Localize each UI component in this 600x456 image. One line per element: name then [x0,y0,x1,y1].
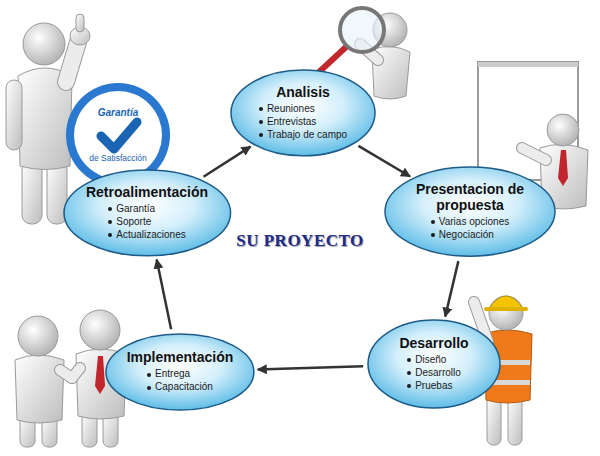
bullet-dot [407,358,411,362]
step-heading: Analisis [276,85,330,100]
ellipse-shape [64,170,231,256]
node-content: DesarrolloDiseñoDesarrolloPruebas [399,336,468,393]
bullet-dot [147,373,151,377]
flow-arrow [258,366,363,369]
step-text: Trabajo de campo [267,129,347,142]
ellipse-shape [368,320,500,408]
badge-text: de Satisfacción [89,153,147,163]
step-item: Varias opciones [431,216,509,229]
flow-arrow [157,260,171,330]
node-content: Presentacion de propuestaVarias opciones… [408,182,533,241]
process-ellipse: Presentacion de propuestaVarias opciones… [384,166,556,257]
step-item: Garantía [108,203,155,216]
step-text: Negociación [439,229,494,242]
step-list: ReunionesEntrevistasTrabajo de campo [259,103,347,141]
process-ellipse: RetroalimentaciónGarantíaSoporteActualiz… [63,169,232,257]
node-content: ImplementaciónEntregaCapacitación [127,350,234,394]
step-text: Garantía [116,203,155,216]
ellipse-shape [231,70,375,156]
bullet-dot [108,233,112,237]
step-text: Capacitación [155,381,213,394]
step-item: Entrevistas [259,116,316,129]
step-list: Varias opcionesNegociación [431,216,509,242]
bullet-dot [259,107,263,111]
step-item: Diseño [407,354,446,367]
node-content: RetroalimentaciónGarantíaSoporteActualiz… [86,185,208,242]
process-ellipse: DesarrolloDiseñoDesarrolloPruebas [367,319,501,409]
step-text: Entrevistas [267,116,316,129]
step-text: Pruebas [415,380,452,393]
ellipse-shape [106,334,254,410]
step-text: Actualizaciones [116,229,185,242]
badge-text: Garantía [98,107,139,118]
flow-arrow [204,147,251,177]
step-item: Pruebas [407,380,452,393]
bullet-dot [431,220,435,224]
bullet-dot [259,120,263,124]
step-text: Desarrollo [415,367,461,380]
process-ellipse: AnalisisReunionesEntrevistasTrabajo de c… [230,69,376,157]
flow-arrow [358,146,410,177]
bullet-dot [108,220,112,224]
step-item: Entrega [147,368,190,381]
step-heading: Presentacion de propuesta [408,182,533,213]
bullet-dot [259,133,263,137]
bullet-dot [407,384,411,388]
step-item: Desarrollo [407,367,461,380]
node-content: AnalisisReunionesEntrevistasTrabajo de c… [259,85,347,142]
step-text: Diseño [415,354,446,367]
bullet-dot [147,386,151,390]
step-heading: Retroalimentación [86,185,208,200]
ellipse-shape [385,167,555,256]
bullet-dot [431,233,435,237]
step-list: EntregaCapacitación [147,368,213,394]
flow-arrow [445,261,458,317]
step-item: Negociación [431,229,494,242]
step-item: Capacitación [147,381,213,394]
step-text: Soporte [116,216,151,229]
step-heading: Desarrollo [399,336,468,351]
step-item: Reuniones [259,103,315,116]
step-item: Trabajo de campo [259,129,347,142]
bullet-dot [108,207,112,211]
step-text: Entrega [155,368,190,381]
step-list: GarantíaSoporteActualizaciones [108,203,185,241]
center-title: SU PROYECTO [236,231,364,251]
step-item: Actualizaciones [108,229,185,242]
process-ellipse: ImplementaciónEntregaCapacitación [105,333,255,411]
step-item: Soporte [108,216,151,229]
step-text: Varias opciones [439,216,509,229]
step-text: Reuniones [267,103,315,116]
step-heading: Implementación [127,350,234,365]
bullet-dot [407,371,411,375]
step-list: DiseñoDesarrolloPruebas [407,354,461,392]
